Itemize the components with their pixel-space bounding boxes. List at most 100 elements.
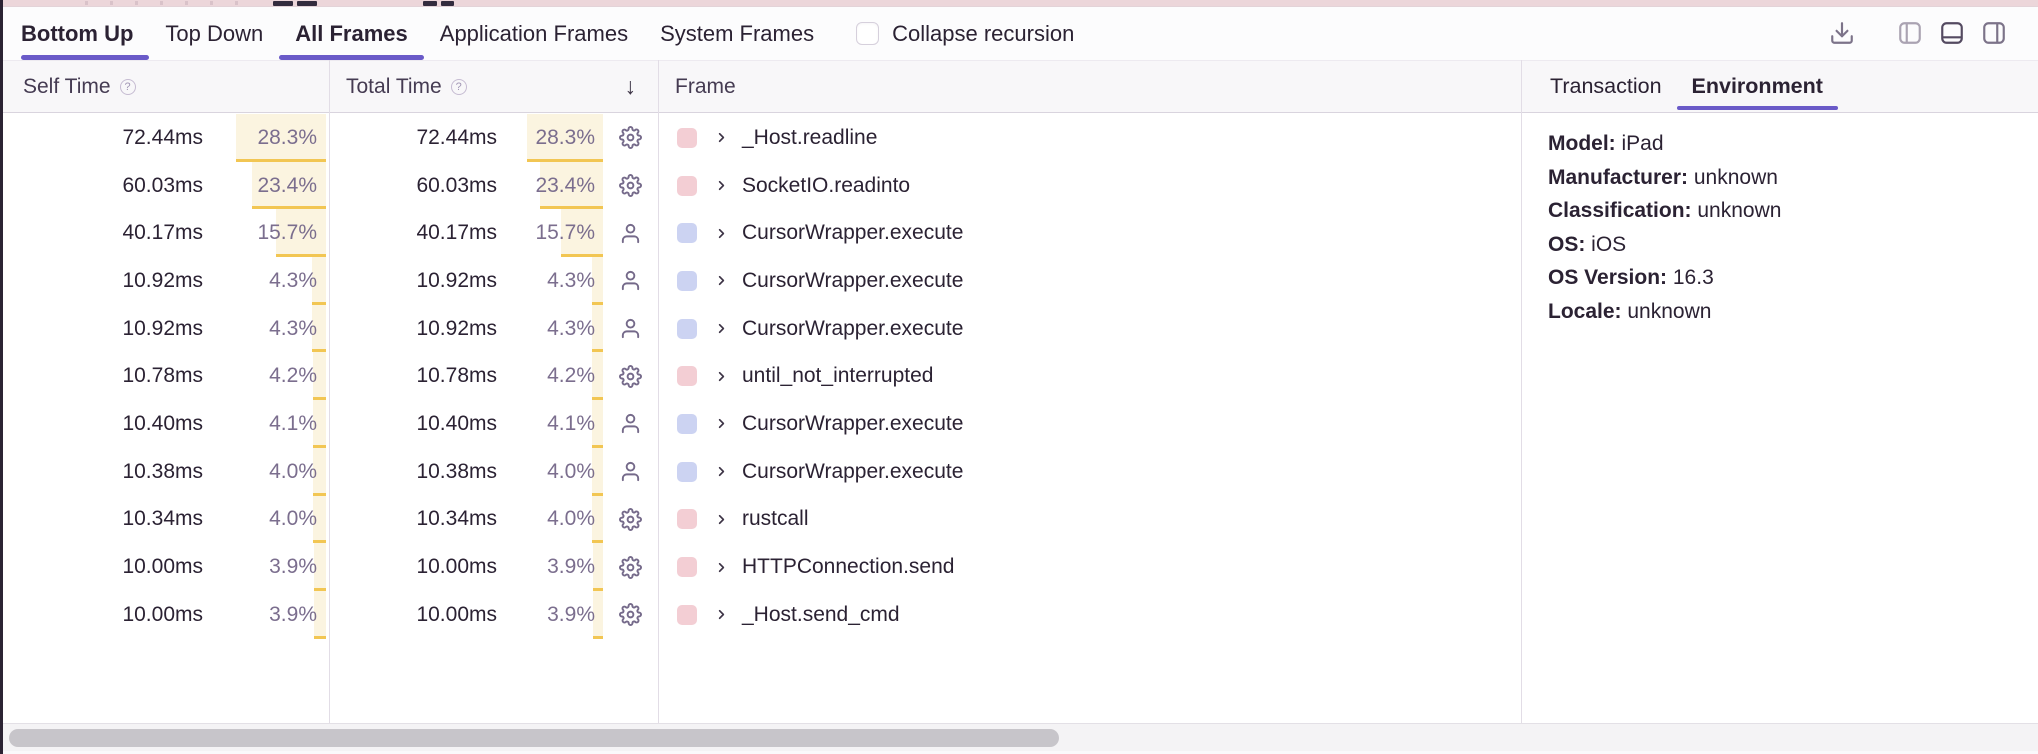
self-time-cell[interactable]: 72.44ms 28.3% xyxy=(3,114,329,162)
frame-cell[interactable]: _Host.send_cmd xyxy=(658,591,1521,639)
total-time-cell[interactable]: 40.17ms 15.7% xyxy=(329,209,658,258)
self-time-bar xyxy=(312,304,326,353)
layout-left-panel-icon[interactable] xyxy=(1896,19,1924,47)
chevron-right-icon[interactable] xyxy=(714,464,729,479)
total-time-percent: 4.3% xyxy=(547,316,595,340)
column-divider xyxy=(329,60,330,723)
total-time-cell[interactable]: 10.92ms 4.3% xyxy=(329,257,658,305)
frame-cell[interactable]: SocketIO.readinto xyxy=(658,162,1521,210)
tab-transaction[interactable]: Transaction xyxy=(1550,74,1662,98)
self-time-value: 10.00ms xyxy=(122,602,203,626)
self-time-cell[interactable]: 10.38ms 4.0% xyxy=(3,447,329,496)
chevron-right-icon[interactable] xyxy=(714,369,729,384)
self-time-value: 10.78ms xyxy=(122,364,203,388)
frame-cell[interactable]: CursorWrapper.execute xyxy=(658,257,1521,305)
self-time-value: 10.92ms xyxy=(122,268,203,292)
help-icon[interactable]: ? xyxy=(450,78,467,95)
self-time-value: 10.38ms xyxy=(122,459,203,483)
total-time-cell[interactable]: 72.44ms 28.3% xyxy=(329,114,658,162)
collapse-recursion-label: Collapse recursion xyxy=(892,20,1075,46)
chevron-right-icon[interactable] xyxy=(714,560,729,575)
detail-classification: Classification: unknown xyxy=(1548,199,1782,222)
tab-all-frames[interactable]: All Frames xyxy=(279,7,424,60)
self-time-cell[interactable]: 10.00ms 3.9% xyxy=(3,543,329,591)
sort-desc-arrow-icon[interactable]: ↓ xyxy=(624,73,637,99)
gear-icon xyxy=(618,507,642,531)
table-row[interactable]: 72.44ms 28.3% 72.44ms 28.3% _Host.readli… xyxy=(3,114,1521,162)
self-time-cell[interactable]: 60.03ms 23.4% xyxy=(3,161,329,210)
self-time-bar xyxy=(313,447,326,496)
frame-cell[interactable]: CursorWrapper.execute xyxy=(658,209,1521,257)
table-row[interactable]: 10.40ms 4.1% 10.40ms 4.1% CursorWrapper.… xyxy=(3,400,1521,448)
self-time-cell[interactable]: 10.92ms 4.3% xyxy=(3,257,329,305)
total-time-value: 10.00ms xyxy=(416,602,497,626)
self-time-label: Self Time xyxy=(23,74,111,98)
total-time-value: 10.92ms xyxy=(416,268,497,292)
column-header-frame[interactable]: Frame xyxy=(658,61,1521,112)
chevron-right-icon[interactable] xyxy=(714,273,729,288)
horizontal-scrollbar-thumb[interactable] xyxy=(9,729,1059,747)
total-time-cell[interactable]: 10.00ms 3.9% xyxy=(329,543,658,591)
total-time-percent: 28.3% xyxy=(535,125,595,149)
frame-color-swatch xyxy=(677,461,697,482)
table-row[interactable]: 40.17ms 15.7% 40.17ms 15.7% CursorWrappe… xyxy=(3,209,1521,258)
layout-bottom-panel-icon[interactable] xyxy=(1938,19,1966,47)
tab-top-down[interactable]: Top Down xyxy=(165,20,264,46)
frame-cell[interactable]: HTTPConnection.send xyxy=(658,543,1521,591)
frame-cell[interactable]: rustcall xyxy=(658,496,1521,544)
table-row[interactable]: 10.00ms 3.9% 10.00ms 3.9% _Host.send_cmd xyxy=(3,590,1521,639)
download-icon[interactable] xyxy=(1828,19,1856,47)
self-time-cell[interactable]: 10.92ms 4.3% xyxy=(3,304,329,353)
table-row[interactable]: 60.03ms 23.4% 60.03ms 23.4% SocketIO.rea… xyxy=(3,161,1521,210)
table-row[interactable]: 10.00ms 3.9% 10.00ms 3.9% HTTPConnection… xyxy=(3,543,1521,591)
frame-cell[interactable]: CursorWrapper.execute xyxy=(658,448,1521,496)
tab-application-frames[interactable]: Application Frames xyxy=(439,20,629,46)
chevron-right-icon[interactable] xyxy=(714,321,729,336)
chevron-right-icon[interactable] xyxy=(714,130,729,145)
tab-system-frames[interactable]: System Frames xyxy=(660,20,815,46)
total-time-value: 72.44ms xyxy=(416,125,497,149)
frame-name: CursorWrapper.execute xyxy=(742,316,964,340)
total-time-cell[interactable]: 10.40ms 4.1% xyxy=(329,400,658,448)
total-time-cell[interactable]: 10.78ms 4.2% xyxy=(329,352,658,401)
flamegraph-minimap[interactable] xyxy=(3,0,2038,7)
table-row[interactable]: 10.78ms 4.2% 10.78ms 4.2% until_not_inte… xyxy=(3,352,1521,401)
self-time-percent: 3.9% xyxy=(269,555,317,579)
self-time-cell[interactable]: 10.40ms 4.1% xyxy=(3,400,329,448)
chevron-right-icon[interactable] xyxy=(714,607,729,622)
help-icon[interactable]: ? xyxy=(119,78,136,95)
self-time-cell[interactable]: 10.34ms 4.0% xyxy=(3,495,329,544)
table-row[interactable]: 10.92ms 4.3% 10.92ms 4.3% CursorWrapper.… xyxy=(3,257,1521,305)
self-time-cell[interactable]: 10.00ms 3.9% xyxy=(3,590,329,639)
self-time-value: 40.17ms xyxy=(122,221,203,245)
chevron-right-icon[interactable] xyxy=(714,416,729,431)
total-time-cell[interactable]: 10.00ms 3.9% xyxy=(329,590,658,639)
total-time-cell[interactable]: 10.38ms 4.0% xyxy=(329,447,658,496)
table-row[interactable]: 10.38ms 4.0% 10.38ms 4.0% CursorWrapper.… xyxy=(3,447,1521,496)
total-time-cell[interactable]: 10.34ms 4.0% xyxy=(329,495,658,544)
collapse-recursion-checkbox[interactable] xyxy=(856,22,880,45)
table-row[interactable]: 10.34ms 4.0% 10.34ms 4.0% rustcall xyxy=(3,495,1521,544)
chevron-right-icon[interactable] xyxy=(714,178,729,193)
frame-cell[interactable]: CursorWrapper.execute xyxy=(658,400,1521,448)
layout-right-panel-icon[interactable] xyxy=(1980,19,2008,47)
column-header-total-time[interactable]: Total Time ? ↓ xyxy=(329,61,658,112)
total-time-percent: 15.7% xyxy=(535,221,595,245)
frame-cell[interactable]: CursorWrapper.execute xyxy=(658,305,1521,353)
tab-bottom-up[interactable]: Bottom Up xyxy=(21,7,150,60)
self-time-cell[interactable]: 10.78ms 4.2% xyxy=(3,352,329,401)
tab-environment[interactable]: Environment xyxy=(1676,61,1839,112)
self-time-cell[interactable]: 40.17ms 15.7% xyxy=(3,209,329,258)
total-time-value: 40.17ms xyxy=(416,221,497,245)
self-time-percent: 28.3% xyxy=(257,125,317,149)
table-row[interactable]: 10.92ms 4.3% 10.92ms 4.3% CursorWrapper.… xyxy=(3,304,1521,353)
total-time-cell[interactable]: 60.03ms 23.4% xyxy=(329,161,658,210)
frame-cell[interactable]: _Host.readline xyxy=(658,114,1521,162)
frame-cell[interactable]: until_not_interrupted xyxy=(658,352,1521,400)
toolbar-icons xyxy=(1828,19,2008,47)
self-time-percent: 4.0% xyxy=(269,507,317,531)
total-time-cell[interactable]: 10.92ms 4.3% xyxy=(329,304,658,353)
column-header-self-time[interactable]: Self Time ? xyxy=(3,61,329,112)
chevron-right-icon[interactable] xyxy=(714,226,729,241)
chevron-right-icon[interactable] xyxy=(714,512,729,527)
